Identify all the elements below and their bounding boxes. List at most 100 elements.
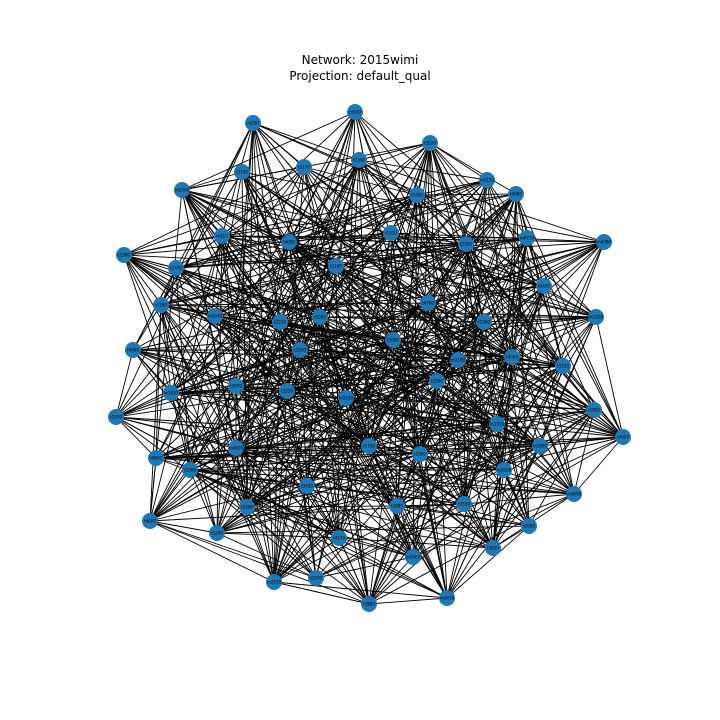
node-label: t2470 [170, 266, 182, 271]
graph-edge [299, 349, 513, 358]
graph-edge [457, 359, 530, 527]
node-circle [351, 152, 367, 168]
graph-edge [160, 265, 337, 306]
node-label: t3650 [487, 546, 499, 551]
graph-edge [335, 265, 505, 471]
graph-node: t4460 [536, 278, 552, 294]
graph-edge [286, 359, 459, 392]
node-circle [328, 258, 344, 274]
graph-node: t2560 [429, 373, 445, 389]
graph-edge [368, 423, 498, 447]
node-label: t1530 [294, 348, 306, 353]
graph-edge [345, 397, 370, 605]
node-label: t1060 [314, 315, 326, 320]
graph-node: m2060 [405, 549, 421, 565]
graph-edge [511, 356, 564, 367]
node-label: t1370 [310, 576, 322, 581]
node-label: t1730 [363, 444, 375, 449]
node-label: t3370 [110, 415, 122, 420]
node-circle [496, 462, 512, 478]
graph-edge [465, 193, 517, 245]
graph-edge [503, 356, 513, 471]
node-circle [272, 314, 288, 330]
graph-edge [170, 390, 288, 394]
node-label: t1720 [557, 364, 569, 369]
graph-edge [345, 397, 498, 425]
graph-node: m3600 [566, 486, 582, 502]
graph-edge [149, 304, 162, 522]
node-label: t3190 [236, 170, 248, 175]
node-label: t4030 [283, 240, 295, 245]
graph-edge [273, 159, 360, 583]
graph-edge [368, 302, 429, 447]
graph-edge [288, 241, 459, 361]
graph-node: t1530 [292, 342, 308, 358]
graph-edge [436, 380, 575, 495]
node-label: t3160 [155, 303, 167, 308]
node-circle [409, 187, 425, 203]
graph-edge [170, 392, 218, 534]
graph-edge [189, 469, 340, 539]
graph-edge [288, 159, 360, 243]
node-circle [214, 228, 230, 244]
graph-edge [368, 597, 448, 605]
graph-edge [368, 556, 414, 605]
graph-edge [463, 503, 494, 549]
graph-node: m4910 [228, 440, 244, 456]
graph-edge [306, 485, 317, 579]
graph-edge [368, 505, 398, 605]
graph-edge [288, 194, 418, 243]
graph-node: t2300 [412, 446, 428, 462]
graph-edge [446, 445, 541, 599]
graph-edge [155, 445, 541, 459]
graph-edge [123, 235, 223, 256]
graph-node: t3000 [385, 332, 401, 348]
graph-edge [273, 241, 605, 583]
graph-edge [368, 365, 564, 447]
chart-title: Network: 2015wimi [301, 53, 419, 67]
graph-edge [170, 232, 392, 394]
graph-edge [155, 304, 162, 459]
graph-edge [132, 349, 624, 438]
graph-edge [273, 581, 370, 605]
graph-edge [496, 423, 541, 447]
graph-edge [427, 285, 545, 304]
node-circle [385, 332, 401, 348]
graph-edge [396, 505, 494, 549]
node-label: m1430 [164, 391, 179, 396]
graph-edge [483, 321, 624, 438]
node-circle [245, 115, 261, 131]
node-circle [239, 499, 255, 515]
graph-edge [132, 171, 243, 351]
graph-edge [115, 349, 134, 418]
graph-edge [335, 237, 528, 267]
graph-edge [465, 243, 597, 318]
graph-node: t1880 [389, 498, 405, 514]
node-label: t3880 [363, 602, 375, 607]
graph-edge [149, 457, 157, 522]
graph-edge [189, 469, 465, 505]
graph-edge [221, 235, 288, 392]
graph-edge [273, 453, 421, 583]
node-circle [148, 450, 164, 466]
graph-edge [123, 142, 431, 256]
graph-edge [319, 316, 438, 382]
node-circle [383, 225, 399, 241]
graph-edge [246, 505, 398, 508]
graph-node: t4170 [331, 530, 347, 546]
graph-node: t1240 [209, 525, 225, 541]
node-circle [566, 486, 582, 502]
node-label: m2060 [406, 555, 421, 560]
node-circle [504, 349, 520, 365]
node-circle [485, 540, 501, 556]
graph-node: t3230 [279, 383, 295, 399]
graph-edge [246, 506, 317, 579]
graph-edge [175, 241, 605, 269]
graph-node: t3160 [153, 297, 169, 313]
graph-node: t4060 [504, 349, 520, 365]
node-circle [450, 352, 466, 368]
graph-edge [246, 506, 414, 558]
graph-node: t1180 [328, 258, 344, 274]
node-label: t2050 [523, 524, 535, 529]
graph-edge [573, 409, 595, 495]
